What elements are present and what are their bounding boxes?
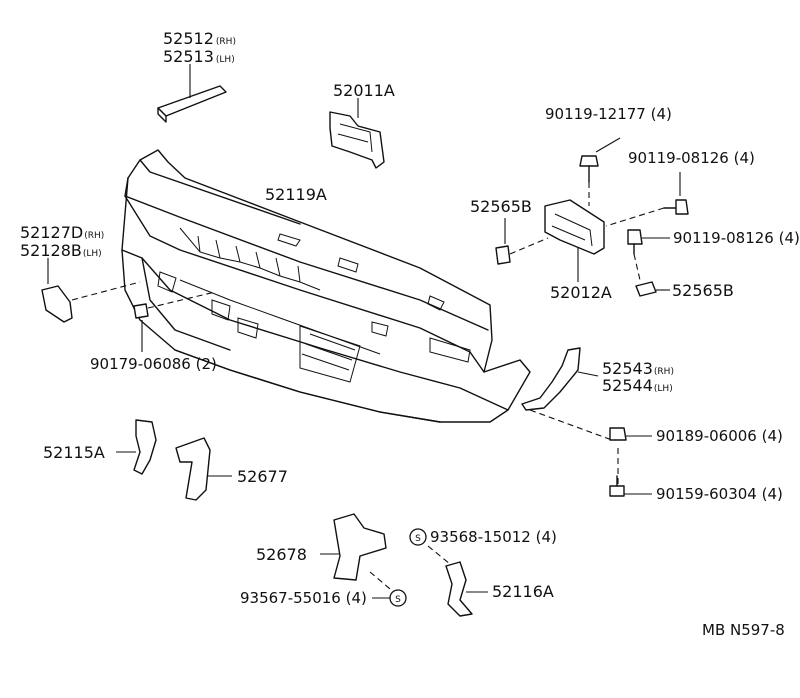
label-90119-08126-a: 90119-08126 (4) — [628, 149, 755, 167]
bracket-52678 — [320, 513, 397, 595]
screw-mark-label: S — [415, 534, 421, 544]
label-52012A: 52012A — [550, 283, 612, 302]
label-93567: 93567-55016 (4) — [240, 589, 367, 607]
label-90119-08126-b: 90119-08126 (4) — [673, 229, 800, 247]
end-cap-52127D — [41, 258, 141, 323]
screw-mark-label: S — [395, 595, 401, 605]
label-52115A: 52115A — [43, 443, 105, 462]
screw-mark-93568: S — [409, 528, 427, 546]
diagram-code: MB N597-8 — [702, 621, 785, 639]
label-52011A: 52011A — [333, 81, 395, 100]
label-52116A: 52116A — [492, 582, 554, 601]
label-52128B: 52128B(LH) — [20, 241, 102, 260]
bracket-52012A — [495, 137, 689, 297]
bracket-52116A — [427, 545, 488, 617]
bracket-52677 — [175, 437, 232, 501]
label-90119-12177: 90119-12177 (4) — [545, 105, 672, 123]
bumper-cover — [121, 149, 531, 423]
clip-90179 — [133, 291, 216, 352]
label-52127D: 52127D(RH) — [20, 223, 104, 242]
part-52512-strip — [157, 64, 227, 123]
label-52544: 52544(LH) — [602, 376, 673, 395]
label-52678: 52678 — [256, 545, 307, 564]
label-52677: 52677 — [237, 467, 288, 486]
label-90179: 90179-06086 (2) — [90, 355, 217, 373]
label-90159: 90159-60304 (4) — [656, 485, 783, 503]
label-52512: 52512(RH) — [163, 29, 236, 48]
label-52513: 52513(LH) — [163, 47, 235, 66]
label-90189: 90189-06006 (4) — [656, 427, 783, 445]
screw-mark-93567: S — [372, 589, 407, 607]
label-93568: 93568-15012 (4) — [430, 528, 557, 546]
bracket-52011A — [329, 98, 385, 169]
fasteners-90189-90159 — [609, 427, 652, 497]
side-bracket-52543 — [521, 347, 619, 486]
label-52543: 52543(RH) — [602, 359, 674, 378]
label-52565B-b: 52565B — [672, 281, 734, 300]
label-52119A: 52119A — [265, 185, 327, 204]
bracket-52115A — [116, 419, 157, 475]
label-52565B-a: 52565B — [470, 197, 532, 216]
